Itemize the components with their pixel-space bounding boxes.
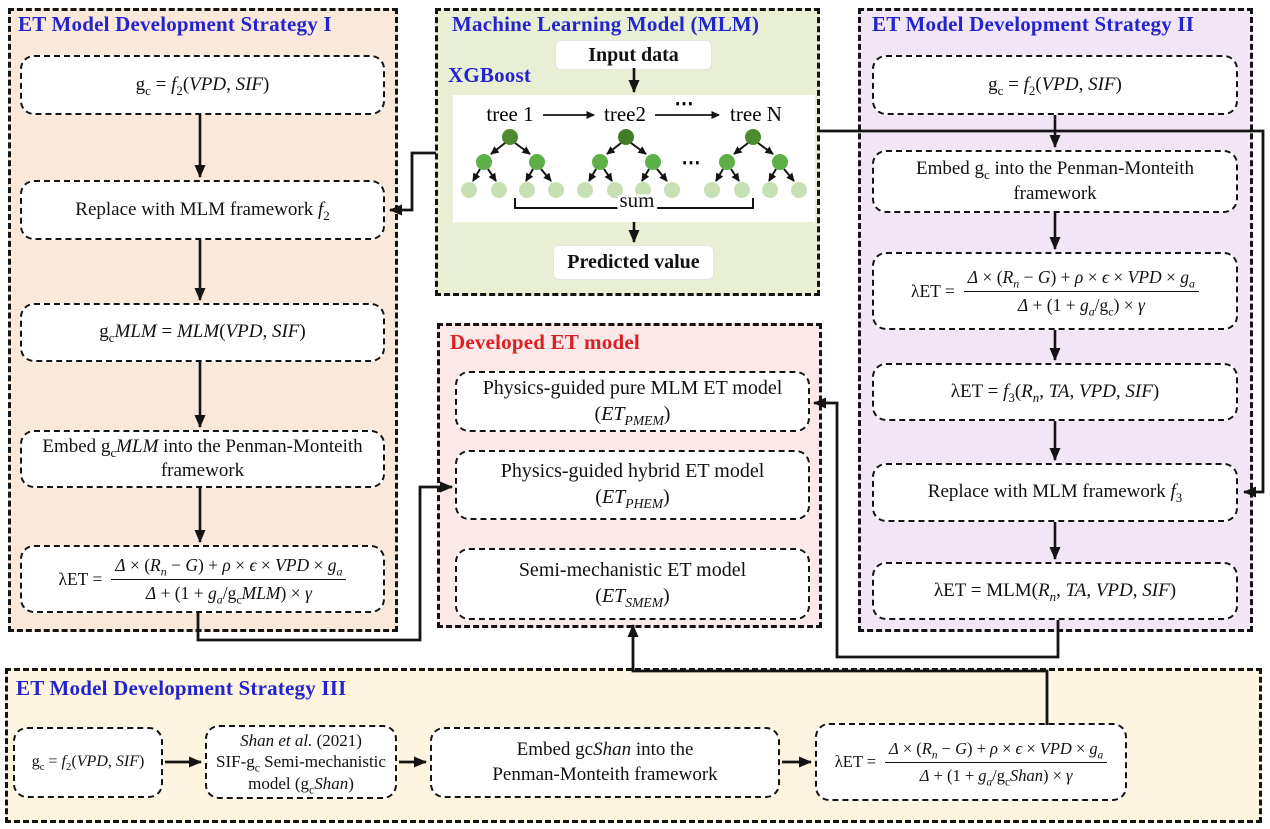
equation-fraction: Δ × (Rn − G) + ρ × ϵ × VPD × ga Δ + (1 +… (111, 554, 347, 606)
mid-node (719, 154, 735, 170)
penman-monteith-equation: λET = Δ × (Rn − G) + ρ × ϵ × VPD × ga Δ … (58, 554, 347, 606)
shan-line2: SIF-gc Semi-mechanistic (216, 752, 386, 775)
strategy1-box-lambda-et: λET = Δ × (Rn − G) + ρ × ϵ × VPD × ga Δ … (20, 545, 385, 613)
shan-line1: Shan et al. (2021) (240, 731, 362, 751)
developed-et-title: Developed ET model (450, 330, 640, 354)
embed-line1: Embed gcShan into the (516, 739, 694, 761)
box-text: Embed gc into the Penman-Monteith framew… (915, 158, 1195, 204)
leaf-node (635, 182, 651, 198)
predicted-value-box: Predicted value (553, 245, 714, 280)
equation-numerator: Δ × (Rn − G) + ρ × ϵ × VPD × ga (111, 554, 347, 580)
strategy2-box-gc-f2: gc = f2(VPD, SIF) (872, 55, 1238, 115)
equation-fraction: Δ × (Rn − G) + ρ × ϵ × VPD × ga Δ + (1 +… (885, 738, 1108, 788)
penman-monteith-equation: λET = Δ × (Rn − G) + ρ × ϵ × VPD × ga Δ … (834, 738, 1108, 788)
leaf-node (607, 182, 623, 198)
equation-denominator: Δ + (1 + ga/gcMLM) × γ (145, 582, 312, 606)
leaf-node (491, 182, 507, 198)
leaf-node (548, 182, 564, 198)
sum-label: sum (619, 188, 654, 212)
xgboost-trees-figure: tree 1 tree2 ⋯ tree N (453, 95, 815, 222)
equation-lhs: λET = (911, 280, 955, 301)
top-ellipsis: ⋯ (675, 95, 694, 115)
mid-node (476, 154, 492, 170)
mid-node (529, 154, 545, 170)
formula-text: gcMLM = MLM(VPD, SIF) (99, 321, 306, 346)
strategy3-box-embed-gcshan: Embed gcShan into the Penman-Monteith fr… (430, 727, 780, 798)
box-text: Embed gcMLM into the Penman-Monteith fra… (42, 435, 363, 481)
mid-ellipsis: ⋯ (682, 153, 701, 174)
pmem-line1: Physics-guided pure MLM ET model (482, 376, 783, 399)
tree1-label: tree 1 (486, 102, 533, 126)
penman-monteith-equation: λET = Δ × (Rn − G) + ρ × ϵ × VPD × ga Δ … (911, 266, 1199, 318)
strategy1-box-gc-f2: gc = f2(VPD, SIF) (20, 55, 385, 115)
predicted-value-label: Predicted value (567, 251, 700, 273)
strategy3-box-gc-f2: gc = f2(VPD, SIF) (13, 727, 163, 798)
leaf-node (577, 182, 593, 198)
mid-node (645, 154, 661, 170)
leaf-node (704, 182, 720, 198)
tree-2 (577, 129, 680, 198)
strategy3-title: ET Model Development Strategy III (16, 676, 347, 700)
shan-line3: model (gcShan) (248, 773, 354, 797)
box-text: Replace with MLM framework f3 (927, 481, 1183, 506)
mid-node (772, 154, 788, 170)
strategy2-box-lambda-et-f3: λET = f3(Rn, TA, VPD, SIF) (872, 363, 1238, 421)
equation-denominator: Δ + (1 + ga/gc) × γ (1017, 294, 1145, 318)
strategy1-title: ET Model Development Strategy I (18, 12, 332, 36)
box-text: Replace with MLM framework f2 (75, 198, 330, 223)
strategy3-box-lambda-et: λET = Δ × (Rn − G) + ρ × ϵ × VPD × ga Δ … (815, 723, 1127, 801)
mlm-title: Machine Learning Model (MLM) (452, 12, 760, 36)
embed-line2: Penman-Monteith framework (492, 763, 718, 785)
phem-box: Physics-guided hybrid ET model (ETPHEM) (455, 450, 810, 520)
formula-text: gc = f2(VPD, SIF) (31, 753, 145, 774)
smem-line2: (ETSMEM) (595, 585, 670, 610)
strategy2-box-embed-gc: Embed gc into the Penman-Monteith framew… (872, 150, 1238, 213)
mid-node (592, 154, 608, 170)
leaf-node (791, 182, 807, 198)
strategy2-title: ET Model Development Strategy II (872, 12, 1195, 36)
formula-text: gc = f2(VPD, SIF) (988, 73, 1122, 98)
formula-text: gc = f2(VPD, SIF) (135, 73, 270, 98)
smem-box: Semi-mechanistic ET model (ETSMEM) (455, 548, 810, 620)
phem-line1: Physics-guided hybrid ET model (500, 460, 765, 483)
leaf-node (461, 182, 477, 198)
strategy1-box-embed-gcmlm: Embed gcMLM into the Penman-Monteith fra… (20, 430, 385, 488)
leaf-node (664, 182, 680, 198)
formula-text: λET = MLM(Rn, TA, VPD, SIF) (933, 579, 1177, 604)
formula-text: λET = f3(Rn, TA, VPD, SIF) (950, 380, 1160, 405)
pmem-box: Physics-guided pure MLM ET model (ETPMEM… (455, 371, 810, 432)
strategy3-box-shan-model: Shan et al. (2021) SIF-gc Semi-mechanist… (205, 725, 397, 799)
equation-lhs: λET = (58, 568, 103, 589)
equation-fraction: Δ × (Rn − G) + ρ × ϵ × VPD × ga Δ + (1 +… (963, 266, 1199, 318)
strategy1-box-replace-mlm-f2: Replace with MLM framework f2 (20, 180, 385, 240)
strategy2-box-replace-mlm-f3: Replace with MLM framework f3 (872, 463, 1238, 522)
tree-1 (461, 129, 564, 198)
tree-N (704, 129, 807, 198)
strategy2-box-lambda-et-pm: λET = Δ × (Rn − G) + ρ × ϵ × VPD × ga Δ … (872, 252, 1238, 330)
xgboost-label: XGBoost (448, 63, 532, 87)
leaf-node (762, 182, 778, 198)
tree2-label: tree2 (604, 102, 646, 126)
root-node (618, 129, 634, 145)
sum-bracket (514, 198, 754, 209)
strategy1-box-gcmlm: gcMLM = MLM(VPD, SIF) (20, 303, 385, 362)
equation-numerator: Δ × (Rn − G) + ρ × ϵ × VPD × ga (885, 738, 1108, 763)
strategy2-box-lambda-et-mlm: λET = MLM(Rn, TA, VPD, SIF) (872, 562, 1238, 620)
root-node (745, 129, 761, 145)
leaf-node (519, 182, 535, 198)
treeN-label: tree N (730, 102, 782, 126)
equation-lhs: λET = (834, 752, 877, 772)
pmem-line2: (ETPMEM) (594, 402, 671, 428)
input-data-box: Input data (555, 40, 712, 70)
equation-numerator: Δ × (Rn − G) + ρ × ϵ × VPD × ga (963, 266, 1199, 292)
smem-line1: Semi-mechanistic ET model (518, 559, 747, 582)
equation-denominator: Δ + (1 + ga/gcShan) × γ (919, 765, 1073, 788)
phem-line2: (ETPHEM) (595, 486, 670, 511)
input-data-label: Input data (588, 43, 679, 66)
root-node (502, 129, 518, 145)
leaf-node (734, 182, 750, 198)
